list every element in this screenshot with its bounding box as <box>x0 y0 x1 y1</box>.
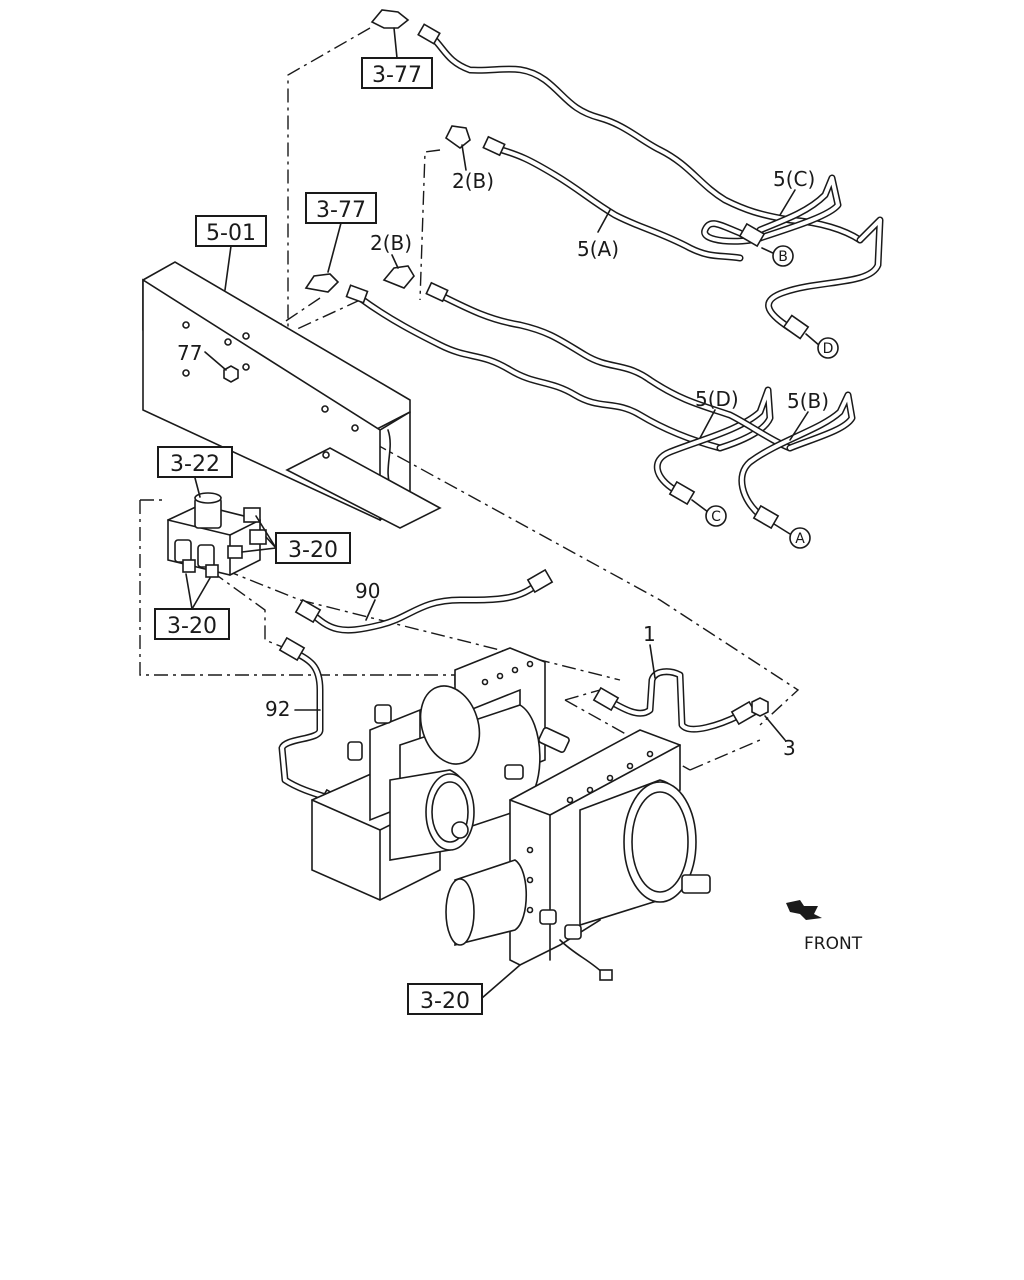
connection-markers: B D C A <box>705 245 839 549</box>
marker-a: A <box>789 527 811 549</box>
label-5c: 5(C) <box>773 167 815 191</box>
label-90: 90 <box>355 579 380 603</box>
label-2b-mid: 2(B) <box>370 231 412 255</box>
ref-box-3-20-right: 3-20 <box>275 532 351 564</box>
svg-text:3-77: 3-77 <box>372 63 422 88</box>
front-label: FRONT <box>804 934 863 954</box>
svg-text:C: C <box>711 509 721 525</box>
reference-boxes: 3-77 3-77 5-01 3-22 3-20 3-20 3-20 <box>154 57 483 1015</box>
svg-text:3-22: 3-22 <box>170 452 220 477</box>
ref-box-3-22: 3-22 <box>157 446 233 478</box>
chassis-frame-rail <box>142 261 442 529</box>
marker-c: C <box>705 505 727 527</box>
pipe-fittings <box>304 9 810 530</box>
svg-text:3-20: 3-20 <box>420 989 470 1014</box>
label-3: 3 <box>783 736 796 760</box>
valve-block <box>167 492 267 578</box>
svg-text:5-01: 5-01 <box>206 221 256 246</box>
label-1: 1 <box>643 622 656 646</box>
svg-text:B: B <box>778 249 788 265</box>
ref-box-3-20-left: 3-20 <box>154 608 230 640</box>
nut-3-shape <box>751 697 769 717</box>
label-77: 77 <box>177 341 202 365</box>
ref-box-3-77-mid: 3-77 <box>305 192 377 224</box>
short-pipes <box>278 568 769 814</box>
label-2b-top: 2(B) <box>452 169 494 193</box>
part-labels: 2(B) 2(B) 5(A) 5(C) 5(D) 5(B) 77 90 92 1… <box>177 167 829 760</box>
front-direction-indicator: FRONT <box>786 900 863 954</box>
label-5b: 5(B) <box>787 389 829 413</box>
label-5a: 5(A) <box>577 237 619 261</box>
label-92: 92 <box>265 697 290 721</box>
marker-d: D <box>817 337 839 359</box>
ref-box-3-20-bottom: 3-20 <box>407 983 483 1015</box>
label-leaders <box>185 27 821 999</box>
front-arrow-icon <box>786 900 822 920</box>
marker-b: B <box>772 245 794 267</box>
ref-box-5-01: 5-01 <box>195 215 267 247</box>
svg-text:A: A <box>795 531 805 547</box>
ref-box-3-77-top: 3-77 <box>361 57 433 89</box>
svg-text:3-20: 3-20 <box>167 614 217 639</box>
nut-77-shape <box>223 365 239 383</box>
svg-text:3-77: 3-77 <box>316 198 366 223</box>
svg-text:D: D <box>823 341 834 357</box>
tank-assembly <box>311 647 711 981</box>
svg-text:3-20: 3-20 <box>288 538 338 563</box>
label-5d: 5(D) <box>695 387 739 411</box>
brake-pipes <box>356 34 884 519</box>
